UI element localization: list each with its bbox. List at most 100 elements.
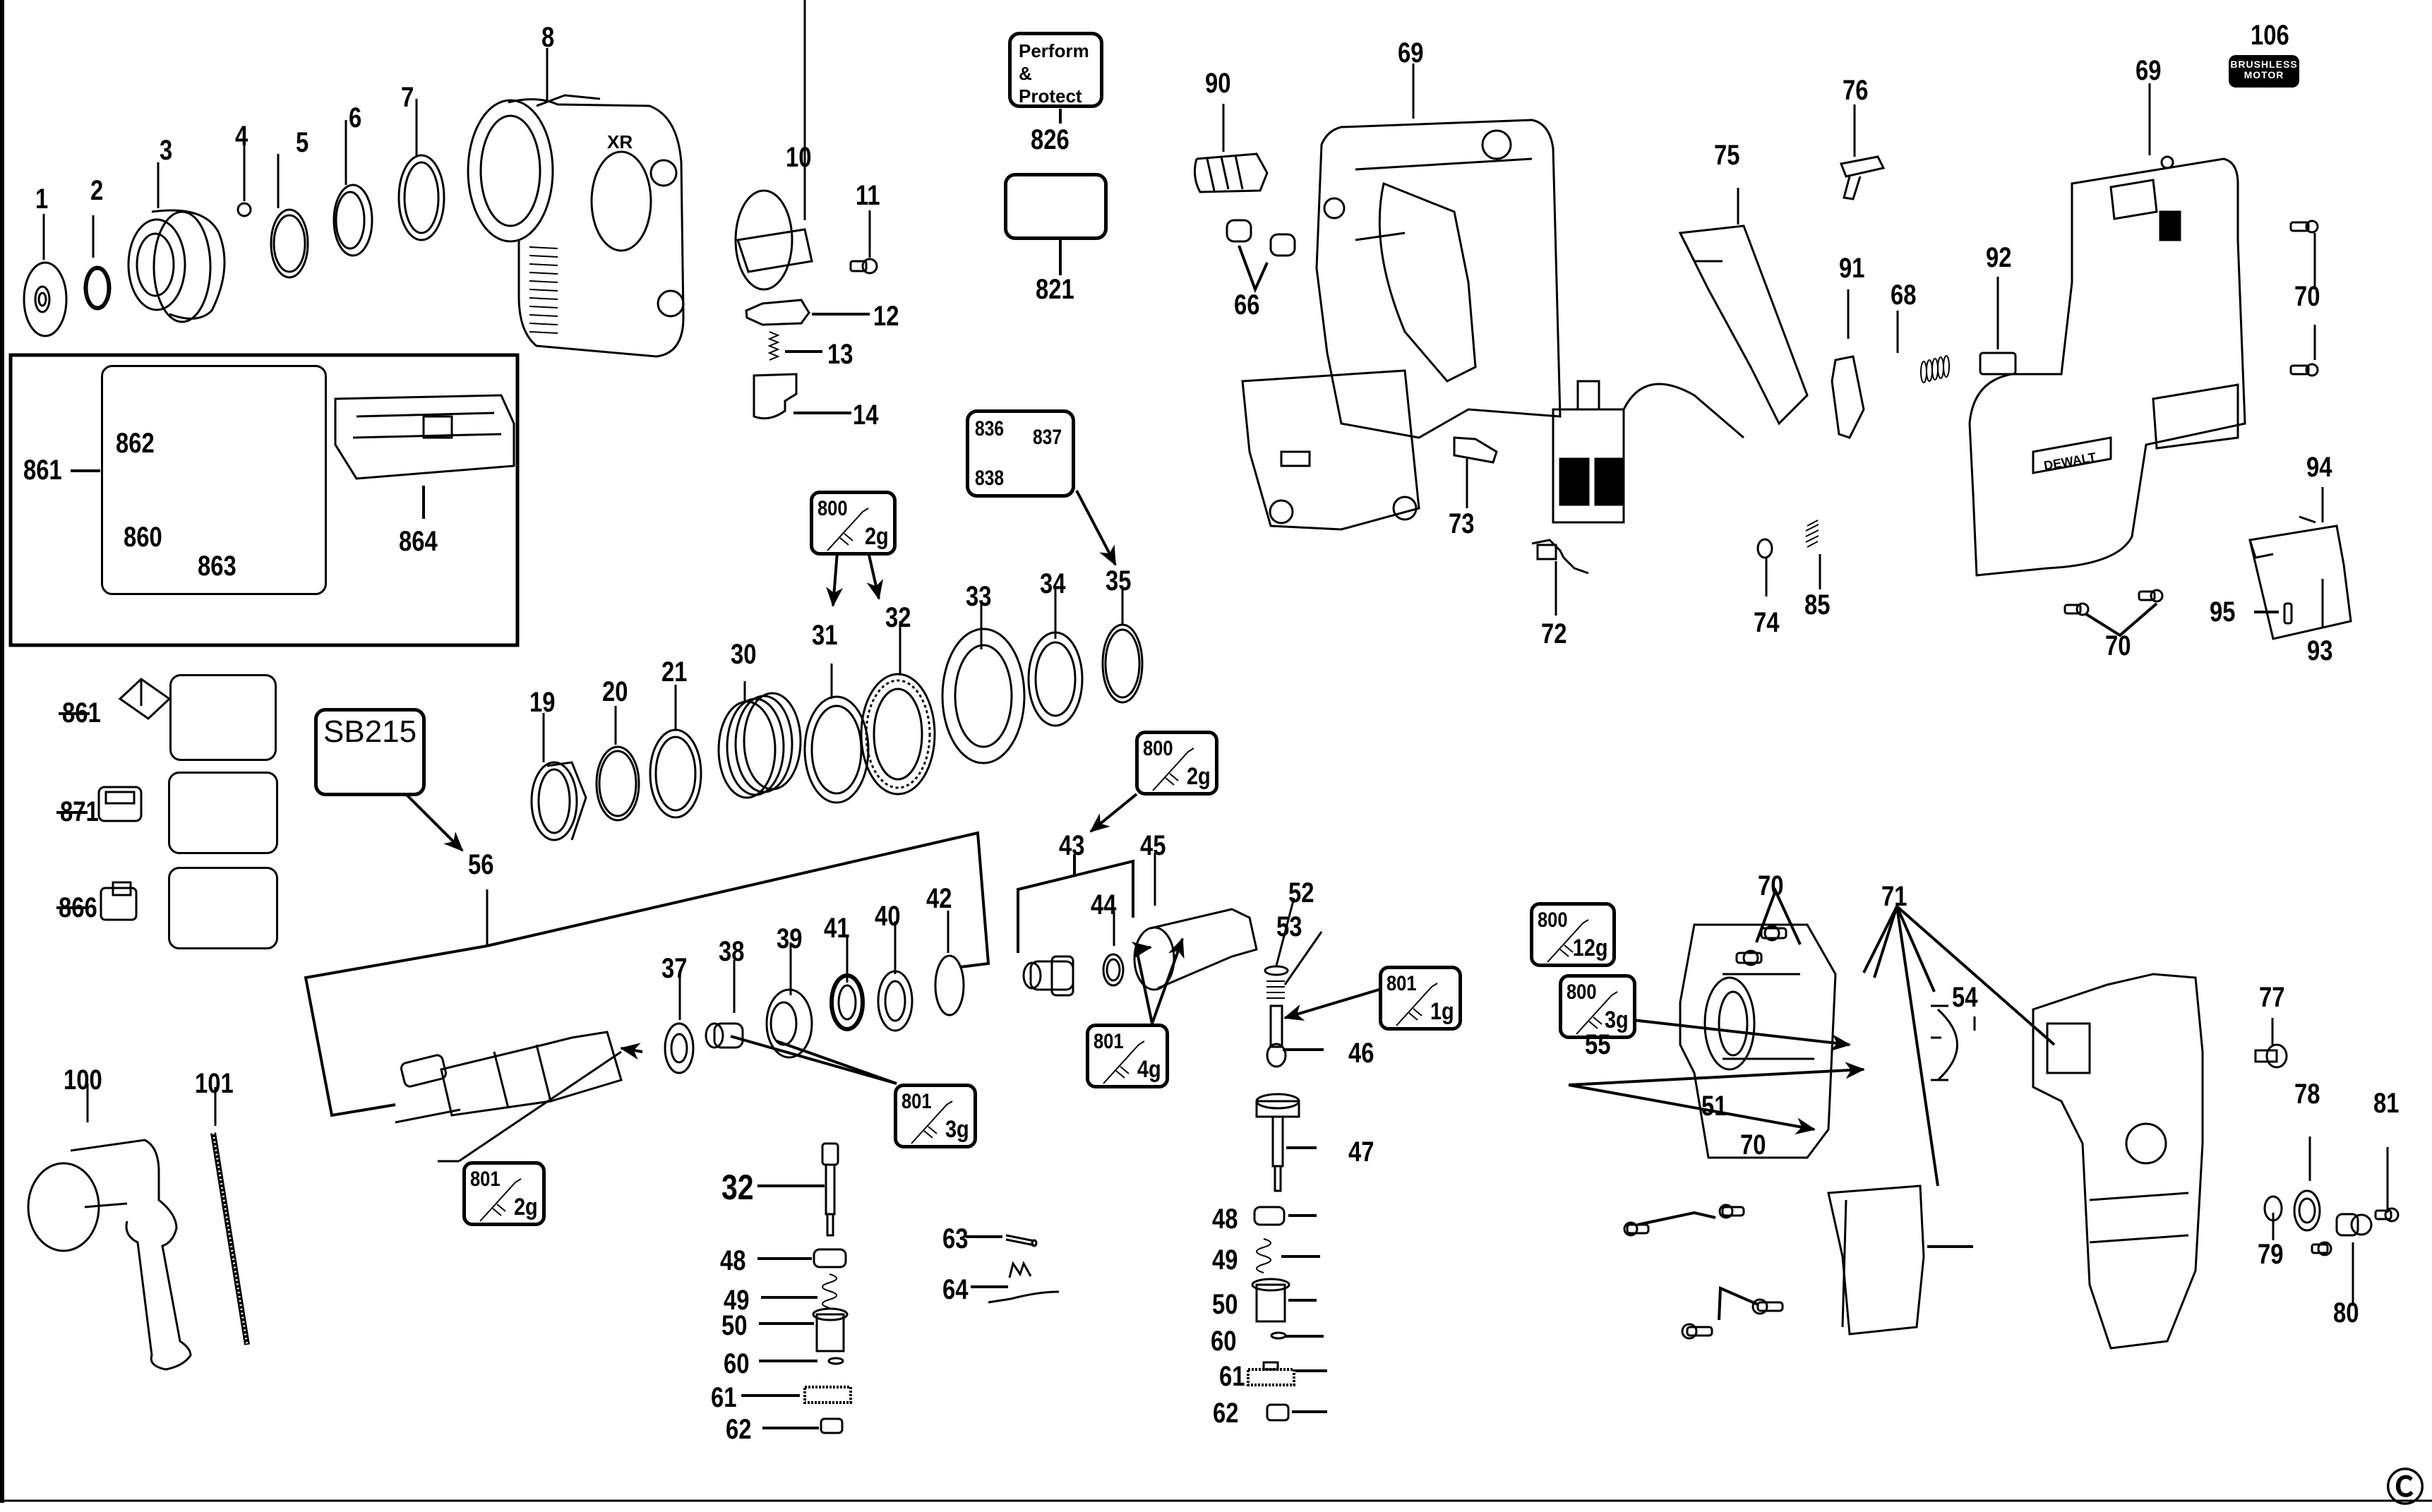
part-7-washer — [397, 154, 445, 241]
part-label-52: 52 — [1288, 877, 1314, 908]
part-label-62-left: 62 — [726, 1414, 752, 1445]
label-836: 836 — [975, 417, 1005, 440]
part-label-7: 7 — [401, 82, 414, 113]
part-label-70-gearbox-bottom: 70 — [1740, 1129, 1766, 1160]
part-label-93: 93 — [2307, 635, 2333, 666]
part-label-77: 77 — [2259, 982, 2285, 1013]
sticker-line-2: & — [1019, 63, 1032, 84]
case-group-box — [101, 365, 327, 595]
part-label-864: 864 — [399, 526, 438, 557]
part-label-38: 38 — [719, 936, 745, 967]
part-label-92: 92 — [1986, 242, 2012, 273]
part-37-washer — [664, 1022, 695, 1074]
part-label-44: 44 — [1091, 889, 1117, 920]
part-label-45: 45 — [1140, 830, 1166, 861]
part-label-91: 91 — [1839, 253, 1865, 284]
part-label-31: 31 — [812, 620, 838, 651]
label-837: 837 — [1033, 426, 1062, 449]
part-label-55: 55 — [1585, 1029, 1611, 1060]
part-85-spring — [1805, 520, 1819, 548]
part-12-latch — [745, 299, 810, 326]
part-label-32-shaft: 32 — [721, 1168, 754, 1207]
case-kit-frame — [8, 353, 520, 647]
part-50-clutch-a — [812, 1307, 849, 1352]
part-label-41: 41 — [824, 913, 850, 944]
sticker-line-1: Perform — [1019, 40, 1089, 61]
part-label-101: 101 — [195, 1068, 234, 1099]
part-70-screw-pair-top — [1735, 925, 1787, 966]
part-label-100: 100 — [64, 1064, 102, 1096]
part-100-side-handle — [27, 1139, 192, 1371]
part-label-68: 68 — [1891, 280, 1917, 311]
grease-code: 800 — [1567, 980, 1597, 1004]
part-label-72: 72 — [1541, 618, 1567, 649]
part-label-19: 19 — [529, 687, 556, 718]
part-30-spring-sleeve — [717, 692, 802, 799]
part-38-pin — [705, 1022, 744, 1049]
part-81-screw — [2311, 1207, 2400, 1256]
grease-callout-g4: 801 2g — [462, 1161, 546, 1226]
part-21-ring — [649, 728, 702, 819]
accessory-box-861 — [169, 674, 277, 761]
part-40-bearing — [877, 970, 914, 1032]
part-label-821: 821 — [1036, 274, 1074, 305]
part-label-8: 8 — [541, 22, 555, 53]
part-75-switch-housing — [1622, 224, 1809, 439]
part-label-1: 1 — [35, 184, 49, 215]
part-74-button — [1756, 538, 1773, 559]
part-label-60-left: 60 — [724, 1348, 750, 1379]
part-label-48-left: 48 — [720, 1245, 746, 1276]
grease-qty: 2g — [514, 1194, 538, 1220]
part-861-case-thumb — [118, 678, 172, 720]
part-label-5: 5 — [296, 127, 309, 158]
grease-qty: 3g — [1605, 1007, 1629, 1033]
part-label-73: 73 — [1449, 508, 1475, 539]
grease-callout-g5: 801 4g — [1086, 1024, 1169, 1088]
part-62-bearing-a — [820, 1417, 844, 1434]
part-label-826: 826 — [1031, 124, 1070, 155]
part-1-washer — [23, 261, 68, 337]
part-60-circlip-b — [1270, 1331, 1287, 1340]
part-label-94: 94 — [2306, 452, 2332, 483]
part-label-3: 3 — [160, 135, 173, 166]
part-label-866: 866 — [59, 892, 97, 923]
part-69-right-housing: DEWALT — [1968, 155, 2246, 577]
part-47-crank-shaft — [1255, 1093, 1300, 1192]
grease-gun-icon — [479, 1178, 522, 1222]
part-label-11: 11 — [856, 180, 880, 211]
part-101-depth-rod — [210, 1132, 250, 1345]
grease-code: 801 — [901, 1090, 932, 1113]
part-73-plate — [1453, 436, 1498, 464]
part-label-40: 40 — [875, 901, 901, 932]
sticker-perform-protect: Perform & Protect — [1008, 32, 1103, 108]
part-label-49-right: 49 — [1212, 1244, 1238, 1276]
part-label-80: 80 — [2333, 1297, 2359, 1328]
part-61-gear-b — [1247, 1361, 1295, 1386]
part-label-37: 37 — [661, 953, 688, 984]
grease-code: 800 — [1143, 737, 1173, 760]
part-label-4: 4 — [235, 121, 248, 152]
grease-callout-g8: 800 3g — [1559, 974, 1636, 1039]
part-label-863: 863 — [198, 551, 236, 582]
part-13-spring — [767, 331, 780, 361]
badge-line-2: MOTOR — [2244, 69, 2284, 80]
part-label-64: 64 — [942, 1274, 969, 1305]
brush-kit-box-sb215: SB215 — [314, 708, 426, 796]
part-14-button — [753, 373, 798, 420]
part-55-screws — [1623, 1204, 1745, 1237]
grease-callout-g7: 800 12g — [1530, 902, 1616, 967]
part-90-switch-knob — [1193, 152, 1269, 193]
part-label-61-right: 61 — [1219, 1361, 1245, 1392]
part-label-6: 6 — [349, 102, 362, 133]
part-48-bearing-a — [813, 1248, 847, 1268]
part-50-clutch-b — [1251, 1278, 1290, 1323]
part-label-56: 56 — [468, 849, 494, 880]
part-label-2: 2 — [90, 175, 104, 206]
part-5-spring-ring — [270, 208, 309, 279]
part-2-ring — [83, 265, 112, 311]
part-6-ring — [333, 184, 373, 257]
grease-qty: 4g — [1137, 1056, 1161, 1083]
part-label-50-right: 50 — [1212, 1289, 1238, 1320]
